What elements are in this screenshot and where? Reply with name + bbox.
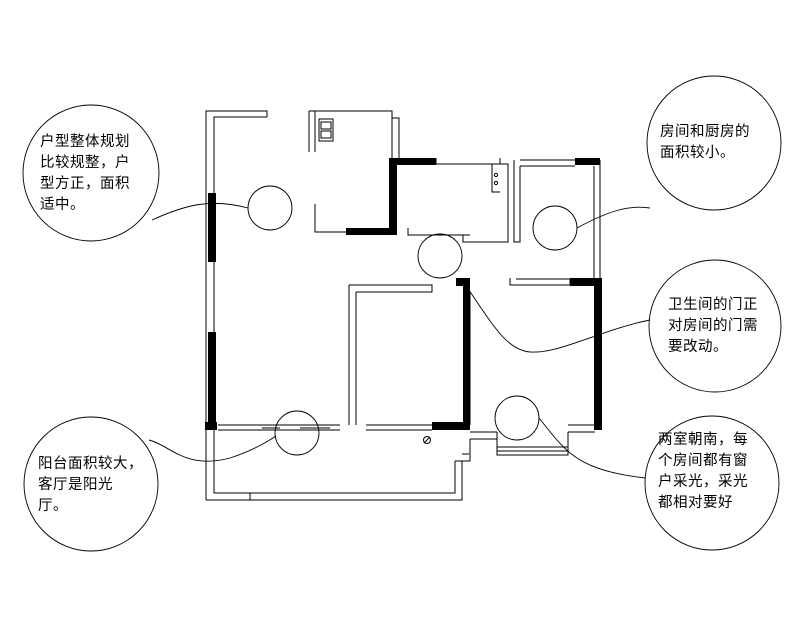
leader-lines	[148, 202, 651, 479]
callout-living-room	[247, 185, 293, 231]
note-bubble-kitchen	[646, 75, 782, 211]
wall-right-cap	[570, 278, 600, 286]
thin-walls	[205, 110, 601, 501]
wall-living-bottom	[432, 422, 470, 430]
annotation-bubbles	[22, 75, 782, 552]
note-bubble-bedrooms	[644, 415, 780, 551]
wall-corner-bottom	[205, 422, 217, 430]
wall-right	[594, 278, 602, 430]
leader-layout	[151, 202, 249, 221]
leader-bathroom	[461, 279, 651, 353]
note-text-layout: 户型整体规划 比较规整，户 型方正，面积 适中。	[40, 134, 130, 213]
wall-kitchen-bottom	[346, 228, 397, 235]
wall-kitchen-right	[389, 158, 397, 235]
note-text-kitchen: 房间和厨房的 面积较小。	[660, 124, 750, 161]
note-bubble-balcony	[23, 416, 159, 552]
callout-bedroom	[494, 395, 540, 441]
wall-corridor	[463, 278, 470, 427]
note-text-bedrooms: 两室朝南，每 个房间都有窗 户采光，采光 都相对要好	[658, 432, 748, 511]
wall-left-lower	[208, 332, 216, 422]
callout-circles	[247, 185, 578, 456]
callout-balcony	[274, 410, 320, 456]
wall-top-mid	[389, 158, 436, 165]
note-text-bathroom: 卫生间的门正 对房间的门需 要改动。	[668, 297, 758, 355]
thick-walls	[205, 158, 602, 430]
leader-balcony	[148, 435, 277, 462]
note-text-balcony: 阳台面积较大， 客厅是阳光 厅。	[38, 456, 143, 514]
callout-corridor	[417, 233, 463, 279]
note-bubble-layout	[22, 104, 160, 242]
note-bubble-bathroom	[648, 259, 782, 393]
wall-top-right	[575, 158, 600, 165]
leader-kitchen	[576, 206, 651, 229]
leader-bedrooms	[538, 417, 646, 479]
callout-kitchen	[532, 205, 578, 251]
wall-left-upper	[208, 193, 216, 262]
